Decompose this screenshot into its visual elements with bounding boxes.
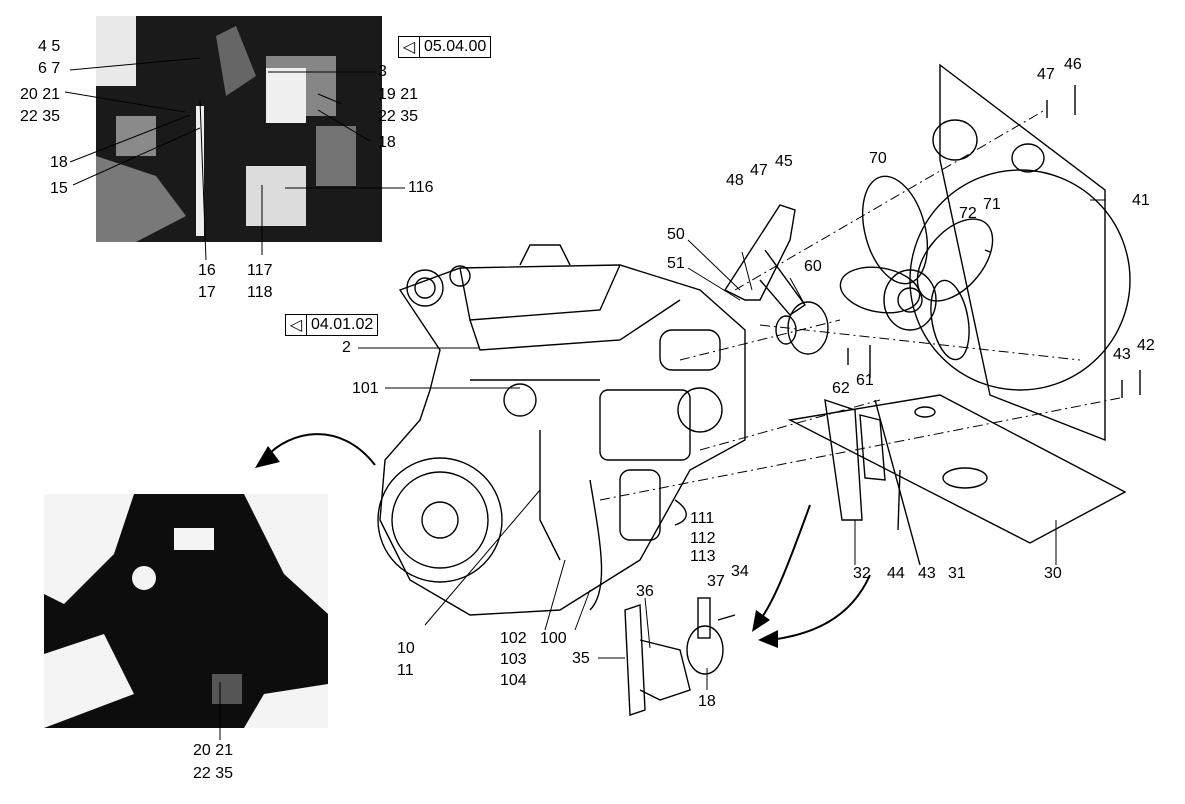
label-101: 101 bbox=[352, 380, 379, 397]
reference-mid-text: 04.01.02 bbox=[311, 316, 374, 333]
label-70: 70 bbox=[869, 150, 887, 167]
back-triangle-icon: ◁ bbox=[399, 37, 420, 57]
bracket-32 bbox=[824, 398, 863, 521]
label-116: 116 bbox=[408, 179, 434, 196]
reference-top-text: 05.04.00 bbox=[424, 38, 487, 55]
inset-photo-bottom bbox=[44, 494, 328, 728]
label-18-left: 18 bbox=[50, 154, 68, 171]
label-22-35-top: 22 35 bbox=[20, 108, 61, 125]
label-18-right: 18 bbox=[378, 134, 396, 151]
label-103: 103 bbox=[500, 651, 527, 668]
label-71: 71 bbox=[983, 196, 1001, 213]
label-50: 50 bbox=[667, 226, 685, 243]
label-43-bottom: 43 bbox=[918, 565, 936, 582]
fan-shroud bbox=[939, 63, 1106, 442]
flywheel bbox=[377, 457, 503, 583]
engine-mount-bracket bbox=[624, 604, 646, 716]
label-41: 41 bbox=[1132, 192, 1150, 209]
label-6-7: 6 7 bbox=[38, 60, 61, 77]
fan-pulley bbox=[787, 301, 829, 355]
label-22-35-right: 22 35 bbox=[378, 108, 419, 125]
label-112: 112 bbox=[690, 530, 716, 547]
inset-photo-bottom-art bbox=[44, 494, 328, 728]
label-60: 60 bbox=[804, 258, 822, 275]
label-11: 11 bbox=[397, 662, 414, 679]
label-30: 30 bbox=[1044, 565, 1062, 582]
label-20-21-top: 20 21 bbox=[20, 86, 61, 103]
label-61: 61 bbox=[856, 372, 874, 389]
reference-box-mid[interactable]: ◁ 04.01.02 bbox=[285, 314, 379, 336]
label-46: 46 bbox=[1064, 56, 1082, 73]
reference-box-top[interactable]: ◁ 05.04.00 bbox=[398, 36, 492, 58]
label-3: 3 bbox=[378, 63, 387, 80]
label-31: 31 bbox=[948, 565, 966, 582]
label-42: 42 bbox=[1137, 337, 1155, 354]
label-4-5: 4 5 bbox=[38, 38, 61, 55]
label-47-top: 47 bbox=[1037, 66, 1055, 83]
label-104: 104 bbox=[500, 672, 527, 689]
intake-elbow bbox=[406, 269, 444, 307]
label-113: 113 bbox=[690, 548, 716, 565]
label-117: 117 bbox=[247, 262, 273, 279]
label-16: 16 bbox=[198, 262, 216, 279]
fan bbox=[839, 175, 994, 361]
label-2: 2 bbox=[342, 339, 351, 356]
label-18-bottom: 18 bbox=[698, 693, 716, 710]
label-48: 48 bbox=[726, 172, 744, 189]
back-triangle-icon: ◁ bbox=[286, 315, 307, 335]
label-100: 100 bbox=[540, 630, 567, 647]
inset-photo-top bbox=[96, 16, 382, 242]
label-45: 45 bbox=[775, 153, 793, 170]
label-20-21-bottom: 20 21 bbox=[193, 742, 234, 759]
label-17: 17 bbox=[198, 284, 216, 301]
label-22-35-bottom: 22 35 bbox=[193, 765, 234, 782]
engine-mount bbox=[686, 625, 724, 675]
label-118: 118 bbox=[247, 284, 273, 301]
label-19-21: 19 21 bbox=[378, 86, 419, 103]
bracket-45 bbox=[723, 204, 796, 301]
label-47-mid: 47 bbox=[750, 162, 768, 179]
label-111: 111 bbox=[690, 510, 715, 527]
label-32: 32 bbox=[853, 565, 871, 582]
label-36: 36 bbox=[636, 583, 654, 600]
label-44: 44 bbox=[887, 565, 905, 582]
inset-photo-top-art bbox=[96, 16, 382, 242]
label-62: 62 bbox=[832, 380, 850, 397]
label-35: 35 bbox=[572, 650, 590, 667]
lower-guard bbox=[787, 394, 1127, 544]
label-15: 15 bbox=[50, 180, 68, 197]
label-10: 10 bbox=[397, 640, 415, 657]
engine-block bbox=[379, 264, 746, 616]
label-37: 37 bbox=[707, 573, 725, 590]
label-102: 102 bbox=[500, 630, 527, 647]
label-43-right: 43 bbox=[1113, 346, 1131, 363]
label-51: 51 bbox=[667, 255, 685, 272]
label-34: 34 bbox=[731, 563, 749, 580]
label-72: 72 bbox=[959, 205, 977, 222]
